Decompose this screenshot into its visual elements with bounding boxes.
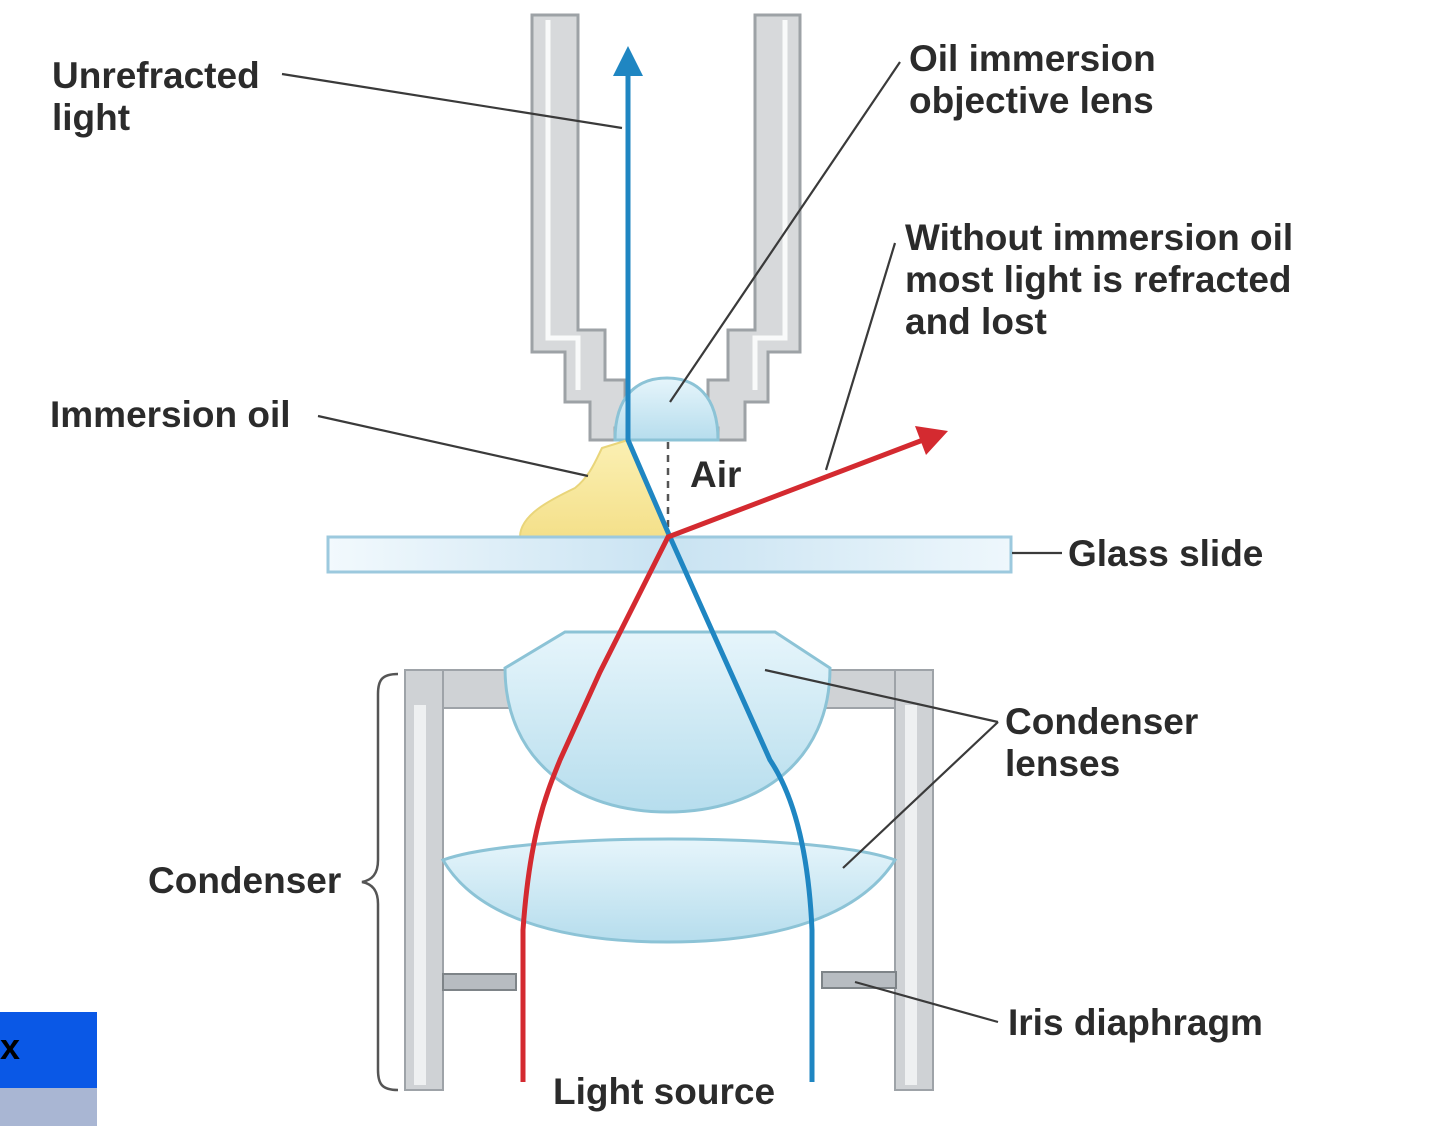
objective-tube <box>530 13 802 442</box>
condenser-lens-lower <box>440 837 898 944</box>
corner-tab-lower <box>0 1088 97 1126</box>
iris-diaphragm <box>442 971 897 991</box>
corner-tab-label: x <box>0 1026 21 1067</box>
label-without-immersion-oil: Without immersion oil most light is refr… <box>905 217 1303 342</box>
refracted-ray <box>520 437 924 1082</box>
refracted-arrowhead <box>915 426 948 455</box>
label-unrefracted-light: Unrefracted light <box>52 55 270 138</box>
immersion-oil-drop <box>518 438 670 538</box>
label-immersion-oil: Immersion oil <box>50 394 291 435</box>
label-air: Air <box>690 454 741 495</box>
glass-slide <box>326 535 1013 574</box>
leader-lines <box>281 61 1062 1024</box>
label-glass-slide: Glass slide <box>1068 533 1263 574</box>
condenser-brace <box>361 672 399 1092</box>
objective-lens <box>613 376 720 442</box>
unrefracted-ray <box>625 70 815 1082</box>
label-objective-lens: Oil immersion objective lens <box>909 38 1166 121</box>
condenser-lens-upper <box>503 630 832 814</box>
unrefracted-arrowhead <box>613 46 643 76</box>
corner-tab[interactable]: x <box>0 1012 97 1088</box>
label-iris-diaphragm: Iris diaphragm <box>1008 1002 1263 1043</box>
label-light-source: Light source <box>553 1071 775 1112</box>
label-condenser-lenses: Condenser lenses <box>1005 701 1209 784</box>
label-condenser: Condenser <box>148 860 341 901</box>
